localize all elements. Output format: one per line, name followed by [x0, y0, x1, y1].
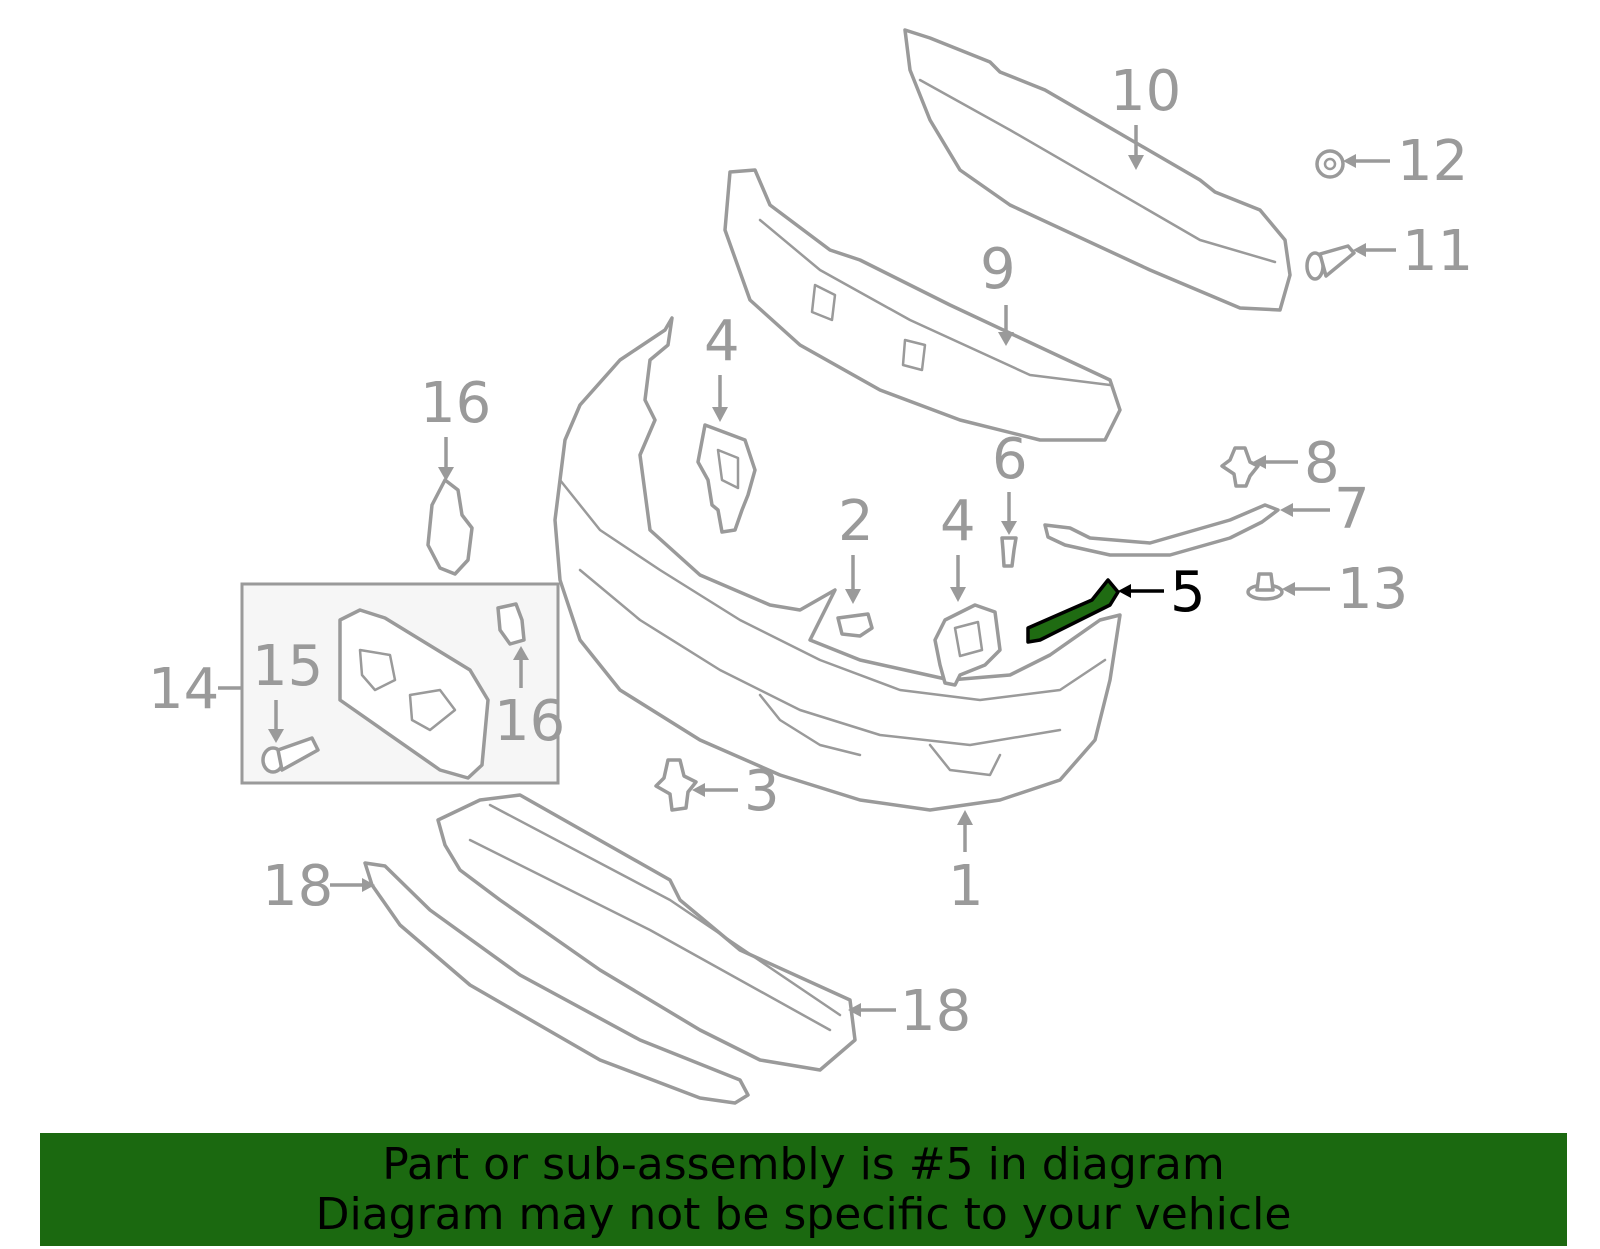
callout-12: 11 [1353, 219, 1473, 284]
callout-15: 15 [252, 634, 323, 743]
part-18-shape [436, 793, 857, 1072]
callout-label-18: 18 [900, 979, 971, 1044]
callout-16: 16 [494, 646, 565, 754]
part-3-shape [654, 758, 698, 812]
callout-label-8: 8 [1304, 431, 1340, 496]
callout-3: 3 [692, 759, 780, 824]
callout-label-10: 9 [980, 237, 1016, 302]
banner-line-1: Part or sub-assembly is #5 in diagram [382, 1138, 1225, 1190]
part-9-shape [1246, 572, 1284, 601]
callout-8: 8 [1253, 431, 1340, 496]
callout-7: 7 [1280, 477, 1370, 542]
callout-4-upper: 4 [704, 309, 740, 422]
part-17-shape [426, 478, 474, 576]
callout-label-9: 13 [1337, 557, 1408, 622]
part-1-shape [553, 316, 1122, 812]
callout-label-1: 1 [948, 854, 984, 919]
callout-label-11: 10 [1110, 59, 1181, 124]
callout-4-lower: 4 [940, 489, 976, 602]
callout-11: 10 [1110, 59, 1181, 170]
callout-5: 5 [1118, 560, 1206, 625]
callout-9: 13 [1282, 557, 1408, 622]
part-10-shape [723, 168, 1122, 442]
callout-label-16: 16 [494, 689, 565, 754]
banner-line-2: Diagram may not be specific to your vehi… [315, 1188, 1292, 1240]
part-2-shape [836, 612, 874, 638]
part-12-shape [1305, 244, 1356, 281]
callout-13: 12 [1343, 129, 1468, 194]
callout-label-4-upper: 4 [704, 309, 740, 374]
callout-label-2: 2 [838, 489, 874, 554]
callout-label-5: 5 [1170, 560, 1206, 625]
callout-label-3: 3 [744, 759, 780, 824]
callout-10: 9 [980, 237, 1016, 346]
part-4-upper-shape [696, 423, 757, 534]
callout-2: 2 [838, 489, 874, 604]
callout-label-19: 18 [262, 854, 333, 919]
callout-14: 14 [148, 657, 242, 722]
part-5-highlighted-shape [1026, 578, 1120, 644]
info-banner: Part or sub-assembly is #5 in diagram Di… [40, 1133, 1567, 1246]
part-4-lower-shape [933, 603, 1002, 687]
callout-label-13: 12 [1397, 129, 1468, 194]
callout-18: 18 [848, 979, 971, 1044]
part-8-shape [1220, 446, 1260, 488]
callout-label-14: 14 [148, 657, 219, 722]
part-7-shape [1043, 503, 1280, 557]
callout-label-4-lower: 4 [940, 489, 976, 554]
part-13-shape [1315, 149, 1345, 179]
callout-label-17: 16 [420, 371, 491, 436]
callout-1: 1 [948, 810, 984, 919]
part-6-shape [1000, 536, 1018, 568]
callout-label-12: 11 [1402, 219, 1473, 284]
callout-6: 6 [992, 427, 1028, 535]
callout-17: 16 [420, 371, 491, 481]
callout-label-6: 6 [992, 427, 1028, 492]
part-14-group-box [240, 582, 560, 785]
callout-19: 18 [262, 854, 375, 919]
part-19-shape [363, 861, 750, 1105]
part-11-shape [903, 28, 1292, 312]
callout-label-15: 15 [252, 634, 323, 699]
callout-label-7: 7 [1334, 477, 1370, 542]
